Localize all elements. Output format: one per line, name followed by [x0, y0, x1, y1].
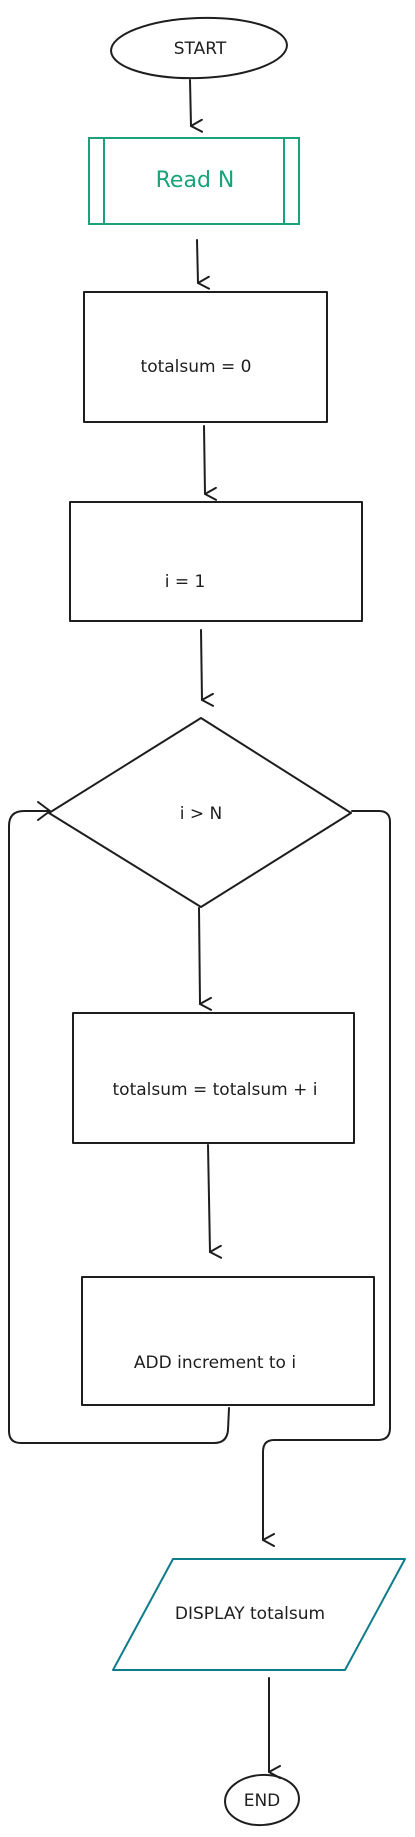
init-sum-label: totalsum = 0	[141, 357, 252, 377]
init-i-process: i = 1	[69, 501, 363, 622]
arrow-exit-to-display	[262, 810, 391, 1547]
init-i-label: i = 1	[165, 572, 206, 592]
add-sum-label: totalsum = totalsum + i	[113, 1080, 318, 1100]
start-terminal: START	[110, 16, 288, 80]
increment-label: ADD increment to i	[134, 1353, 296, 1373]
arrow-add-to-increment	[207, 1144, 223, 1259]
arrow-i-to-condition	[200, 629, 215, 707]
arrow-condition-to-add	[198, 907, 213, 1011]
init-sum-process: totalsum = 0	[83, 291, 328, 423]
display-parallelogram	[112, 1558, 406, 1671]
increment-box	[81, 1276, 375, 1406]
start-label: START	[174, 39, 227, 59]
arrow-read-to-sum	[196, 239, 211, 290]
condition-decision: i > N	[48, 717, 352, 908]
end-terminal: END	[224, 1773, 300, 1827]
arrow-sum-to-i	[203, 425, 218, 501]
read-input-box: Read N	[88, 137, 300, 225]
display-output: DISPLAY totalsum	[112, 1558, 406, 1671]
loop-back-arrowhead	[37, 801, 51, 821]
add-sum-process: totalsum = totalsum + i	[72, 1012, 355, 1144]
arrow-loop-back	[8, 810, 230, 1444]
add-sum-box	[72, 1012, 355, 1144]
init-sum-box	[83, 291, 328, 423]
display-label: DISPLAY totalsum	[175, 1604, 325, 1624]
increment-process: ADD increment to i	[81, 1276, 375, 1406]
end-label: END	[244, 1791, 281, 1811]
condition-diamond	[48, 717, 352, 908]
init-i-box	[69, 501, 363, 622]
arrow-start-to-read	[189, 79, 204, 133]
condition-label: i > N	[180, 804, 223, 824]
read-outer-border	[88, 137, 300, 225]
read-label: Read N	[156, 168, 235, 193]
